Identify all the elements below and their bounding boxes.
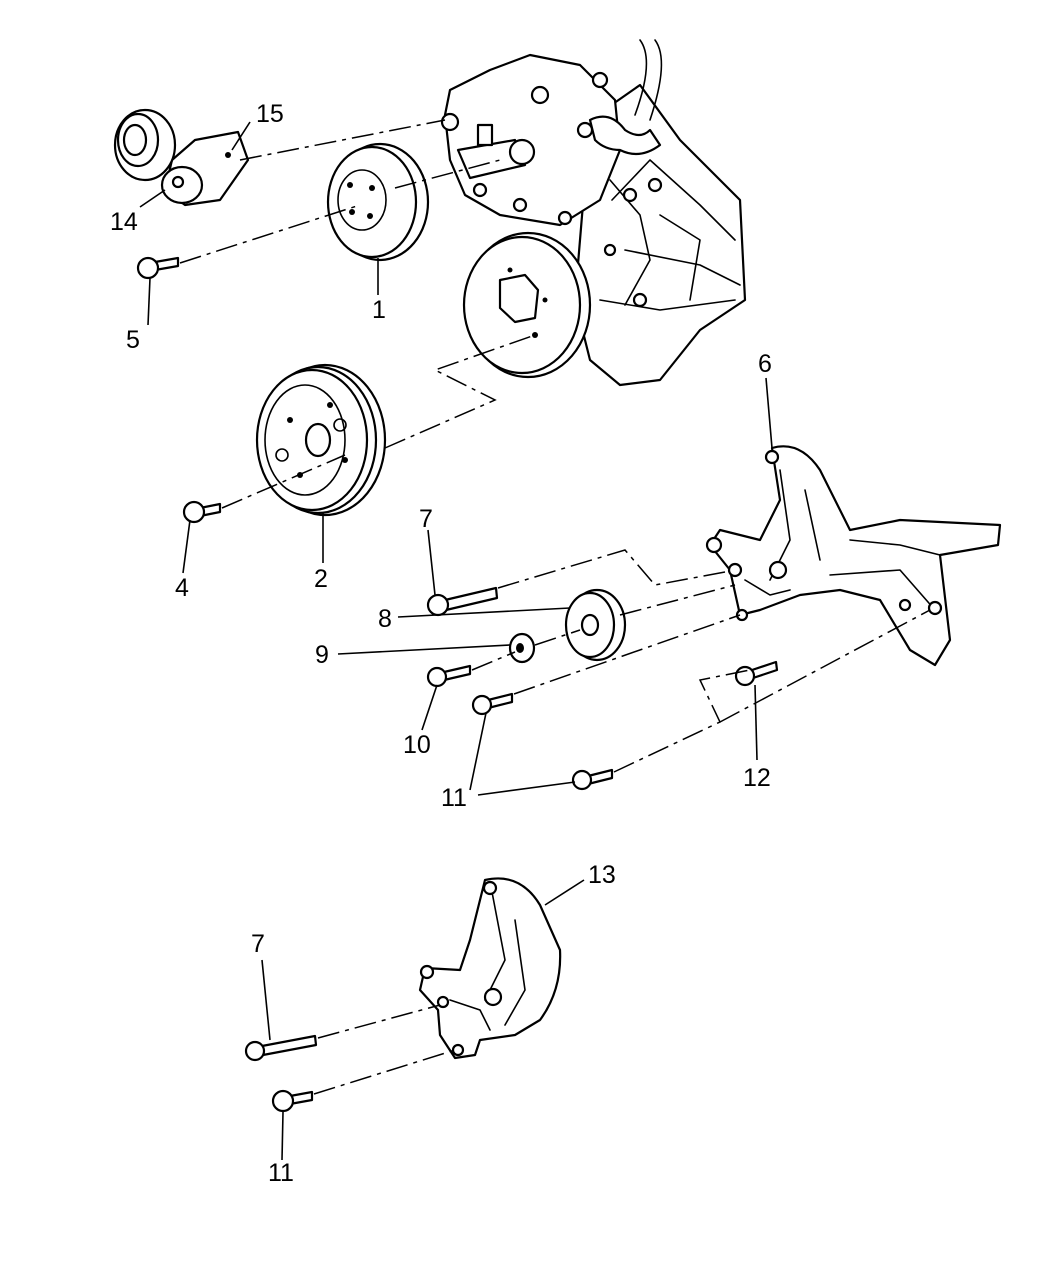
callout-labels: 1 2 4 5 6 7 8 9 10 11 12 7 11 13 14 15	[110, 100, 772, 1187]
callout-8: 8	[378, 605, 392, 633]
callout-10: 10	[403, 731, 431, 759]
bolt-7	[426, 586, 499, 617]
leader-lines	[139, 121, 773, 1161]
crankshaft-pulley	[255, 363, 387, 517]
callout-11: 11	[441, 784, 467, 812]
alternate-bracket	[418, 877, 562, 1060]
belt-tensioner-assembly	[113, 108, 250, 207]
callout-14: 14	[110, 208, 138, 236]
bolt-11a	[471, 692, 514, 716]
engine-block	[573, 39, 747, 387]
callout-7: 7	[419, 505, 433, 533]
callout-15: 15	[256, 100, 284, 128]
callout-4: 4	[175, 574, 189, 602]
callout-1: 1	[372, 296, 386, 324]
idler-spacer	[508, 632, 536, 664]
bolt-11-lower	[271, 1089, 314, 1113]
water-pump-pulley	[326, 142, 430, 262]
callout-7-lower: 7	[251, 930, 265, 958]
callout-13: 13	[588, 861, 616, 889]
crankshaft-damper	[462, 231, 592, 379]
bolt-12	[734, 660, 779, 687]
callout-5: 5	[126, 326, 140, 354]
callout-11-lower: 11	[268, 1159, 294, 1187]
bolt-11b	[571, 768, 614, 791]
bolt-5	[136, 256, 180, 280]
bolt-7-lower	[244, 1034, 318, 1062]
alignment-lines	[179, 119, 931, 1095]
idler-pulley	[564, 588, 627, 662]
callout-2: 2	[314, 565, 328, 593]
water-pump-housing	[440, 53, 662, 227]
accessory-mounting-bracket	[705, 445, 1002, 667]
callout-6: 6	[758, 350, 772, 378]
callout-9: 9	[315, 641, 329, 669]
bolt-4	[182, 500, 222, 524]
callout-12: 12	[743, 764, 771, 792]
bolt-10	[426, 664, 472, 688]
